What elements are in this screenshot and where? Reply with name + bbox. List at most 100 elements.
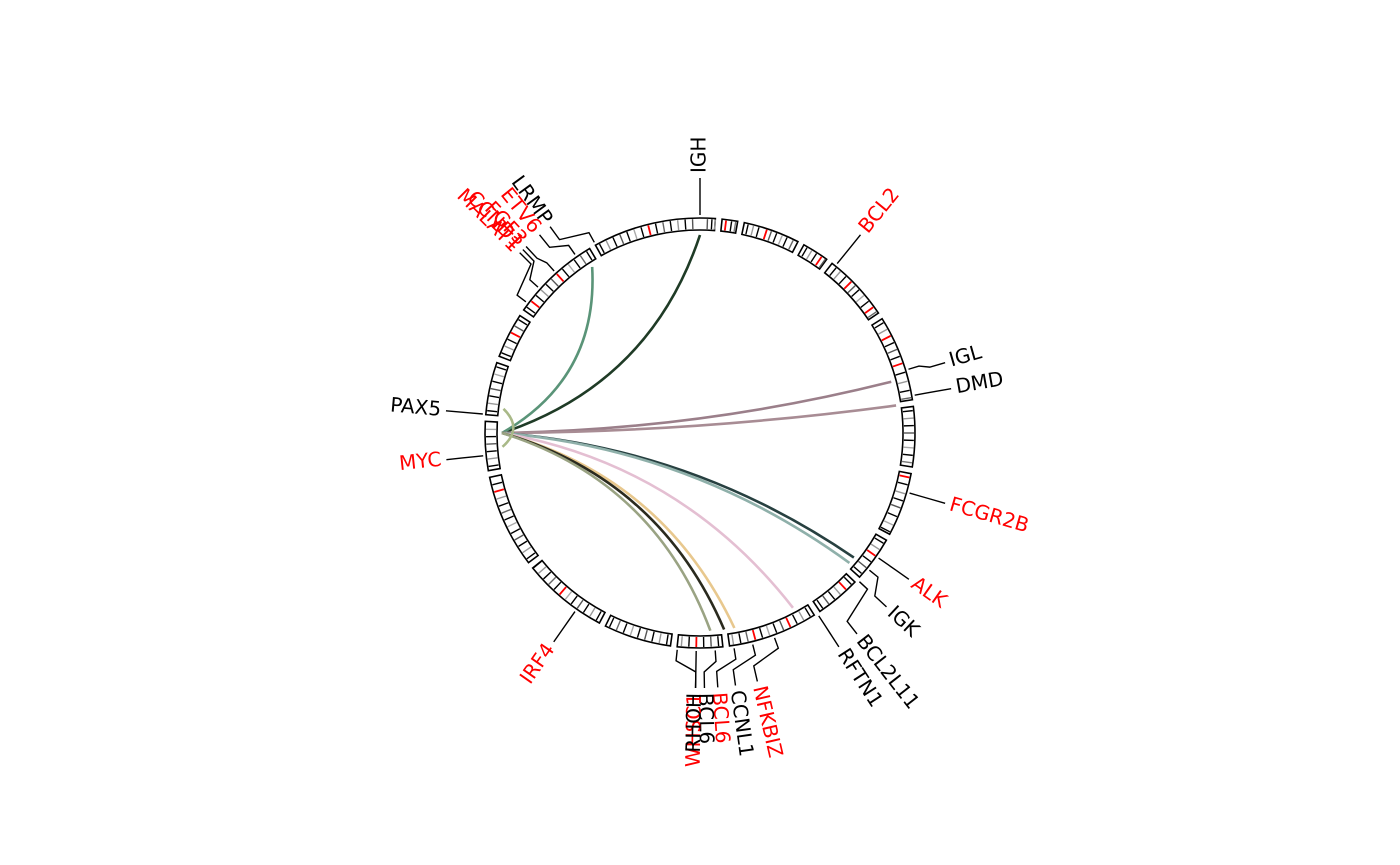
- ring-band-tick: [895, 371, 906, 376]
- ring-band-tick: [822, 595, 830, 605]
- ring-band-tick: [777, 235, 783, 245]
- ring-band-tick: [798, 611, 805, 621]
- ring-band-tick: [640, 227, 645, 238]
- link-ribbons: [501, 234, 897, 632]
- leader-line-myc: [446, 455, 484, 461]
- ring-band-tick: [608, 617, 615, 628]
- ring-band-tick: [843, 576, 852, 585]
- gene-label-igh: IGH: [687, 137, 711, 173]
- leader-line-fgf3: [525, 246, 555, 272]
- gene-label-whsc1: WHSC1: [681, 693, 706, 768]
- ring-band-tick: [765, 625, 771, 636]
- ring-band-tick: [899, 389, 910, 394]
- ring-band-tick: [866, 549, 876, 557]
- ring-band-tick: [782, 237, 788, 247]
- ring-band-tick: [492, 380, 503, 385]
- chromosome-segment-6: [870, 317, 914, 403]
- ring-band-tick: [785, 617, 792, 628]
- ring-band-tick: [514, 534, 524, 541]
- ring-band-tick: [887, 512, 898, 518]
- ring-band-tick: [772, 623, 778, 634]
- leader-line-alk: [878, 557, 910, 580]
- chromosome-segment-11: [726, 603, 816, 647]
- ring-band-tick: [709, 636, 712, 647]
- chromosome-segment-17: [484, 361, 510, 417]
- ring-band-tick: [488, 464, 499, 468]
- ring-band-tick: [804, 607, 811, 617]
- ring-band-tick: [504, 515, 514, 521]
- ring-band-tick: [713, 219, 716, 230]
- ring-band-tick: [629, 625, 635, 636]
- ring-band-tick: [533, 560, 542, 569]
- ring-band-tick: [619, 234, 625, 245]
- ring-band-tick: [605, 240, 612, 250]
- ring-band-tick: [522, 546, 532, 554]
- leader-line-fcgr2b: [909, 492, 946, 504]
- ring-band-tick: [556, 273, 565, 283]
- ring-band-tick: [788, 240, 794, 250]
- ring-band-tick: [486, 450, 497, 453]
- gene-label-bcl2: BCL2: [853, 183, 904, 238]
- ring-band-tick: [586, 251, 593, 261]
- gene-label-pax5: PAX5: [389, 392, 442, 420]
- ring-band-tick: [573, 259, 581, 269]
- ring-band-tick: [553, 581, 562, 590]
- ring-band-tick: [858, 560, 867, 569]
- ring-band-tick: [576, 599, 584, 609]
- ring-band-tick: [651, 631, 655, 642]
- ring-band-tick: [902, 409, 913, 413]
- ring-band-tick: [510, 331, 521, 339]
- ring-band-tick: [501, 352, 512, 358]
- link-ribbon-8: [501, 431, 736, 629]
- chromosome-segment-3: [740, 221, 800, 254]
- ring-band-tick: [755, 227, 760, 238]
- ring-band-tick: [847, 285, 856, 294]
- ring-band-tick: [833, 586, 841, 595]
- ring-band-tick: [647, 225, 652, 236]
- chromosome-segment-12: [676, 633, 724, 649]
- leader-line-igk: [868, 569, 887, 608]
- ring-band-tick: [816, 599, 824, 609]
- ring-band-tick: [538, 566, 547, 574]
- ring-band-tick: [881, 335, 892, 342]
- ring-band-tick: [810, 253, 818, 263]
- leader-line-igl: [908, 362, 946, 370]
- ring-band-tick: [745, 224, 749, 235]
- ring-band-tick: [833, 271, 841, 280]
- chromosome-segment-5: [823, 262, 880, 321]
- chromosome-segment-19: [522, 247, 597, 318]
- ring-ticks: [486, 219, 914, 647]
- ring-band-tick: [579, 255, 587, 265]
- ring-band-tick: [498, 502, 509, 507]
- link-ribbon-7: [501, 431, 794, 609]
- ring-band-tick: [903, 446, 914, 449]
- ring-band-tick: [545, 283, 554, 292]
- ring-band-tick: [548, 576, 557, 585]
- ring-band-tick: [550, 278, 559, 287]
- ring-band-tick: [887, 348, 898, 354]
- ring-band-tick: [654, 223, 659, 234]
- ring-band-tick: [902, 453, 913, 457]
- ring-band-tick: [494, 488, 505, 493]
- ring-band-tick: [615, 620, 621, 631]
- ring-band-tick: [526, 306, 536, 314]
- ring-band-tick: [733, 221, 737, 232]
- leader-line-dmd: [914, 388, 952, 396]
- gene-label-alk: ALK: [907, 571, 953, 613]
- ring-band-tick: [487, 457, 498, 460]
- link-ribbon-9: [501, 431, 726, 631]
- link-ribbon-1: [501, 234, 702, 435]
- leader-line-lrmp: [549, 226, 595, 243]
- ring-band-tick: [561, 268, 570, 278]
- ring-band-tick: [851, 289, 860, 298]
- gene-label-irf4: IRF4: [515, 638, 560, 688]
- gene-label-bcl6: BCL6: [694, 693, 719, 745]
- ring-band-tick: [530, 300, 540, 309]
- gene-label-rhoh: RHOH: [681, 693, 706, 753]
- ring-band-tick: [874, 537, 884, 544]
- ring-band-tick: [589, 607, 596, 617]
- ring-band-tick: [903, 417, 914, 420]
- ring-band-tick: [489, 395, 500, 399]
- chromosome-segment-4: [797, 243, 828, 271]
